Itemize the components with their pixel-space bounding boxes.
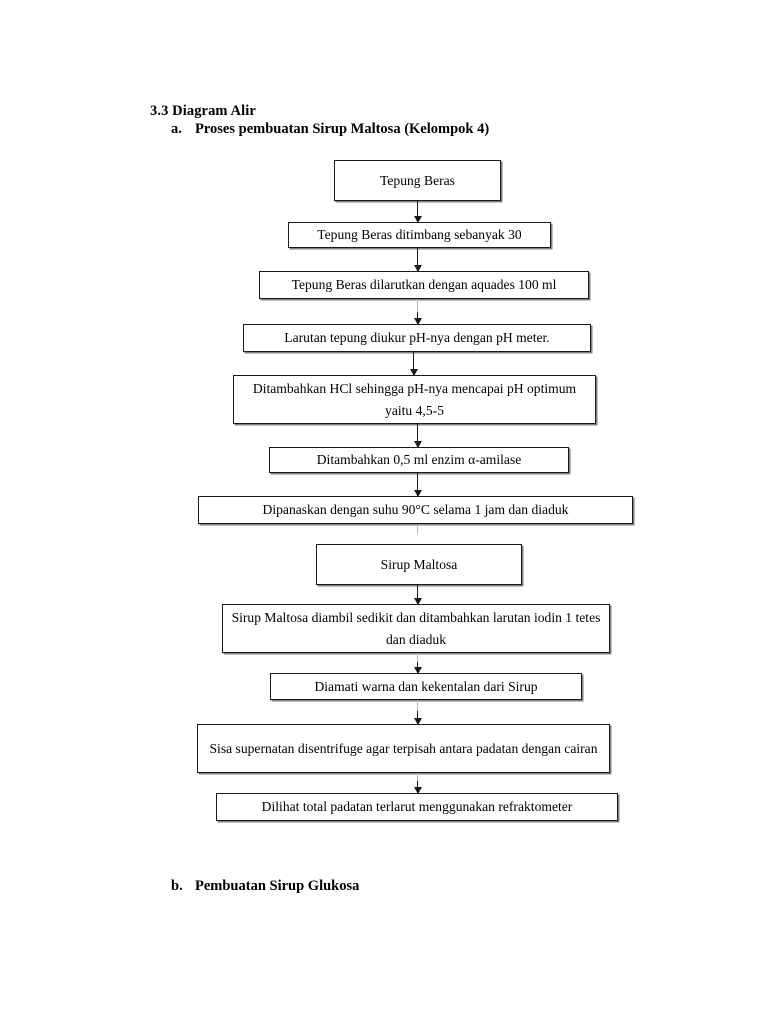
flow-node-label: Sisa supernatan disentrifuge agar terpis… (209, 740, 598, 756)
flow-arrow-n5-n6 (413, 424, 422, 448)
flow-node-tambah-enzim: Ditambahkan 0,5 ml enzim α-amilase (269, 447, 569, 473)
flow-node-label: Dipanaskan dengan suhu 90°C selama 1 jam… (262, 502, 569, 517)
flow-node-tambah-iodin: Sirup Maltosa diambil sedikit dan ditamb… (222, 604, 610, 653)
flow-node-dilarutkan: Tepung Beras dilarutkan dengan aquades 1… (259, 271, 589, 299)
flow-arrow-n10-n11 (417, 700, 418, 714)
flow-node-refraktometer: Dilihat total padatan terlarut menggunak… (216, 793, 618, 821)
list-marker-a: a. (171, 121, 182, 137)
flow-node-tambah-hcl: Ditambahkan HCl sehingga pH-nya mencapai… (233, 375, 596, 424)
flow-arrow-n10-n11-head (413, 711, 422, 725)
flow-node-tepung-beras: Tepung Beras (334, 160, 501, 201)
flow-node-sirup-maltosa: Sirup Maltosa (316, 544, 522, 585)
flow-arrow-n4-n5 (409, 352, 418, 376)
flow-arrow-n9-n10-head (413, 662, 422, 674)
list-item-a-title: Proses pembuatan Sirup Maltosa (Kelompok… (195, 121, 490, 137)
flow-node-sentrifugasi: Sisa supernatan disentrifuge agar terpis… (197, 724, 610, 773)
flow-node-label: Ditambahkan HCl sehingga pH-nya mencapai… (252, 380, 577, 418)
flow-node-label: Ditambahkan 0,5 ml enzim α-amilase (316, 452, 522, 467)
flow-node-label: Tepung Beras (380, 172, 455, 188)
flow-node-dipanaskan: Dipanaskan dengan suhu 90°C selama 1 jam… (198, 496, 633, 524)
flow-arrow-n1-n2 (413, 201, 422, 223)
flow-arrow-n9-n10 (417, 653, 418, 665)
flow-arrow-n3-n4 (417, 299, 418, 316)
flow-node-label: Dilihat total padatan terlarut menggunak… (261, 799, 573, 814)
flow-node-label: Larutan tepung diukur pH-nya dengan pH m… (284, 330, 550, 345)
flow-arrow-n11-n12-head (413, 781, 422, 794)
flow-arrow-n6-n7 (413, 473, 422, 497)
flow-arrow-n8-n9 (413, 585, 422, 605)
flow-arrow-n2-n3 (413, 248, 422, 272)
flow-node-label: Sirup Maltosa (380, 556, 458, 572)
flow-arrow-n3-n4-head (413, 312, 422, 325)
section-heading: 3.3 Diagram Alir (150, 103, 256, 119)
flow-node-ukur-ph: Larutan tepung diukur pH-nya dengan pH m… (243, 324, 591, 352)
list-item-b-title: Pembuatan Sirup Glukosa (195, 878, 360, 894)
flow-node-diamati-warna: Diamati warna dan kekentalan dari Sirup (270, 673, 582, 700)
list-marker-b: b. (171, 878, 183, 894)
flow-connector-stub-n7 (417, 525, 418, 534)
flow-node-ditimbang: Tepung Beras ditimbang sebanyak 30 (288, 222, 551, 248)
flow-node-label: Tepung Beras ditimbang sebanyak 30 (317, 227, 522, 242)
flow-node-label: Tepung Beras dilarutkan dengan aquades 1… (291, 277, 557, 292)
flow-arrow-n11-n12 (417, 773, 418, 784)
list-item-b-heading: b. Pembuatan Sirup Glukosa (171, 878, 359, 895)
list-item-a-heading: a. Proses pembuatan Sirup Maltosa (Kelomp… (171, 121, 489, 138)
flow-node-label: Diamati warna dan kekentalan dari Sirup (314, 678, 538, 694)
flow-node-label: Sirup Maltosa diambil sedikit dan ditamb… (231, 609, 601, 647)
